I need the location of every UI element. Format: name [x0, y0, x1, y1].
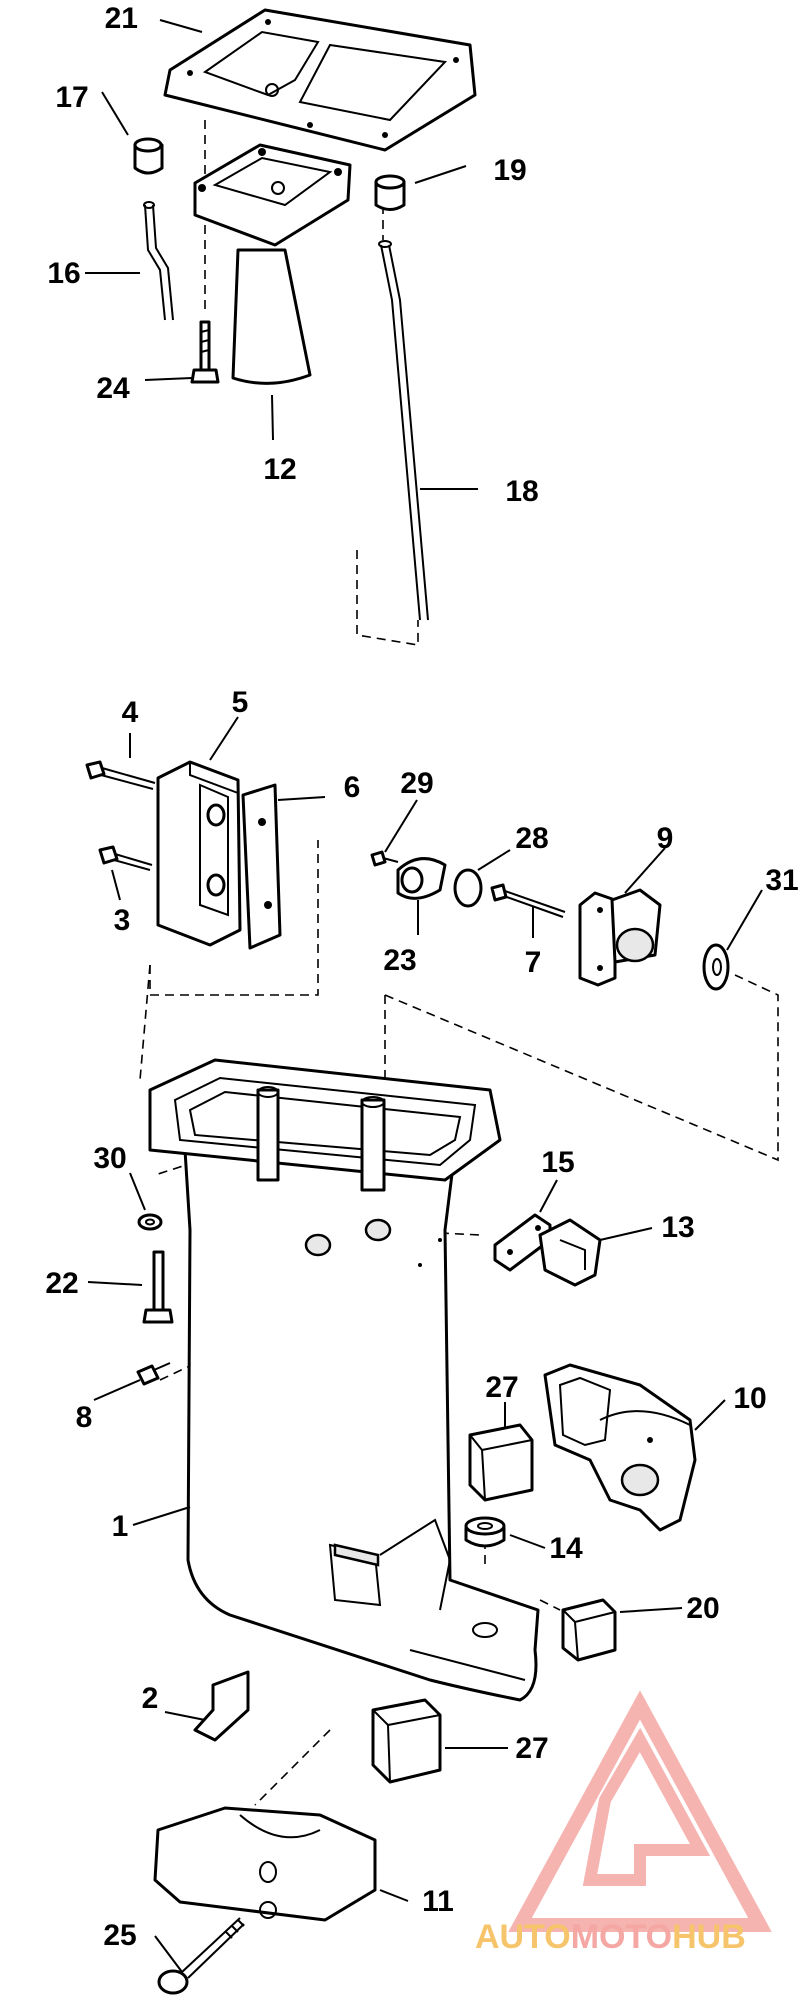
part-16-water-tube — [143, 201, 174, 321]
part-8-screw — [136, 1362, 171, 1386]
callout-27-upper: 27 — [485, 1371, 518, 1404]
callout-6: 6 — [344, 771, 361, 804]
callout-11: 11 — [422, 1885, 454, 1918]
part-24-bolt — [190, 320, 220, 384]
callout-10: 10 — [733, 1382, 766, 1415]
callout-9: 9 — [657, 822, 674, 855]
callout-20: 20 — [686, 1592, 719, 1625]
callout-4: 4 — [122, 696, 139, 729]
callout-25: 25 — [103, 1919, 136, 1952]
part-11-lower-cover — [153, 1806, 377, 1922]
callout-21: 21 — [105, 2, 138, 35]
callout-14: 14 — [549, 1532, 583, 1565]
part-29-screw — [370, 850, 399, 867]
part-18-water-tube — [378, 240, 429, 621]
callout-16: 16 — [47, 257, 80, 290]
callout-27-lower: 27 — [515, 1732, 548, 1765]
callout-30: 30 — [93, 1142, 126, 1175]
part-3-screw — [98, 845, 153, 871]
part-25-bolt — [157, 1917, 245, 1995]
callout-23: 23 — [383, 944, 416, 977]
part-20-block — [561, 1598, 617, 1662]
part-12-exhaust-tube — [193, 143, 352, 385]
callout-13: 13 — [661, 1211, 694, 1244]
watermark-part-hub: HUB — [672, 1918, 746, 1956]
part-30-nut — [137, 1213, 163, 1231]
callout-5: 5 — [232, 686, 249, 719]
watermark-text: AUTOMOTOHUB — [475, 1918, 746, 1956]
part-17-grommet — [133, 137, 164, 175]
callout-2: 2 — [142, 1682, 159, 1715]
part-4-screw — [85, 760, 156, 790]
watermark-logo-triangle — [508, 1690, 772, 1932]
watermark-part-moto: MOTO — [571, 1918, 672, 1956]
part-14-grommet — [464, 1516, 506, 1548]
callout-29: 29 — [400, 767, 433, 800]
callout-31: 31 — [765, 864, 798, 897]
part-13-clamp — [538, 1218, 602, 1287]
callout-15: 15 — [541, 1146, 574, 1179]
part-19-grommet — [374, 174, 406, 211]
part-5-cover — [156, 760, 242, 947]
callout-18: 18 — [505, 475, 538, 508]
part-7-screw — [490, 883, 566, 918]
part-31-washer — [702, 943, 730, 991]
part-23-fitting — [396, 857, 447, 900]
part-6-plate — [241, 783, 282, 950]
part-27-mount-lower — [371, 1698, 442, 1784]
part-1-exhaust-housing — [148, 1058, 540, 1702]
callout-17: 17 — [55, 81, 88, 114]
callout-3: 3 — [114, 904, 131, 937]
callout-7: 7 — [525, 946, 542, 979]
callout-12: 12 — [263, 453, 296, 486]
callout-28: 28 — [515, 822, 548, 855]
part-22-bolt — [142, 1250, 174, 1324]
part-28-o-ring — [453, 868, 483, 908]
callout-1: 1 — [112, 1510, 129, 1543]
callouts: 21 17 19 16 24 12 18 4 5 6 29 28 9 31 3 … — [45, 2, 798, 1952]
callout-24: 24 — [96, 372, 130, 405]
callout-19: 19 — [493, 154, 526, 187]
callout-22: 22 — [45, 1267, 78, 1300]
watermark-part-auto: AUTO — [475, 1918, 571, 1956]
part-21-gasket — [163, 8, 477, 152]
part-27-mount-upper — [468, 1423, 534, 1502]
callout-8: 8 — [76, 1401, 93, 1434]
part-9-bracket — [578, 888, 662, 987]
part-2-shim — [193, 1670, 250, 1742]
leader-lines — [85, 19, 763, 1973]
part-10-mount-bracket — [543, 1363, 697, 1532]
